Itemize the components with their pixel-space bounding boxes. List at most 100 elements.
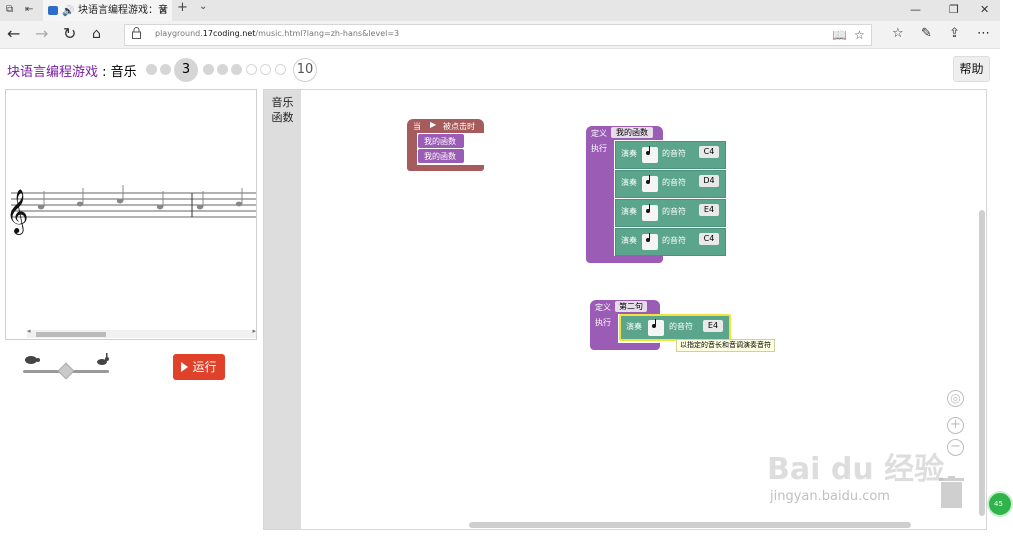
workspace-horizontal-scrollbar[interactable] [469, 522, 911, 528]
tab-title: 块语言编程游戏：音 [78, 5, 168, 16]
url-field[interactable]: playground.17coding.net/music.html?lang=… [124, 24, 872, 46]
last-level-badge[interactable]: 10 [293, 58, 317, 82]
staff-note [37, 204, 45, 210]
tab-list-chevron-icon[interactable]: ⌄ [199, 1, 208, 12]
zoom-in-icon[interactable]: + [947, 417, 964, 434]
blocks-workspace[interactable]: 音乐 函数 当 ▶ 被点击时 我的函数 我的函数 定义 我的函数 执行 演奏的音… [263, 89, 987, 530]
rabbit-icon [97, 353, 109, 365]
note-field[interactable]: C4 [699, 233, 719, 245]
scroll-left-icon[interactable]: ◂ [27, 327, 31, 335]
define-block-1[interactable]: 定义 我的函数 [586, 126, 663, 140]
note-field-selected[interactable]: E4 [703, 320, 723, 332]
game-name: 块语言编程游戏 [7, 65, 99, 80]
note-duration-icon[interactable] [642, 233, 658, 250]
forward-arrow-icon[interactable]: → [35, 24, 49, 43]
level-dot-1[interactable] [146, 64, 157, 75]
staff-scroll-thumb[interactable] [36, 332, 106, 337]
play-note-block-selected[interactable]: 演奏 的音符 E4 [619, 314, 731, 341]
floating-badge[interactable]: 45 [987, 491, 1013, 517]
note-field[interactable]: D4 [699, 175, 719, 187]
speed-slider[interactable] [23, 360, 111, 382]
play-label: 演奏 [621, 178, 637, 187]
function-name-field-2[interactable]: 第二句 [615, 301, 647, 312]
close-window-button[interactable]: ✕ [980, 3, 990, 16]
toolbox-category-functions[interactable]: 函数 [271, 111, 294, 124]
refresh-icon[interactable]: ↻ [63, 24, 77, 43]
note-duration-icon[interactable] [642, 146, 658, 163]
staff-horizontal-scrollbar[interactable]: ◂ ▸ [27, 327, 256, 338]
tab-aside-icon[interactable]: ⇤ [25, 4, 34, 15]
reading-view-icon[interactable]: 📖 [832, 28, 847, 42]
function-name-field-1[interactable]: 我的函数 [611, 127, 653, 138]
level-dot-5[interactable] [217, 64, 228, 75]
browser-tab[interactable]: 🔊 块语言编程游戏：音 ✕ [43, 0, 172, 21]
play-label-selected: 演奏 [626, 322, 642, 331]
favorites-hub-icon[interactable]: ☆ [892, 26, 904, 41]
tab-manager-icon[interactable]: ⧉ [6, 4, 14, 15]
staff-note [196, 204, 204, 210]
current-level-badge[interactable]: 3 [174, 58, 198, 82]
when-label: 当 [413, 122, 421, 131]
note-field[interactable]: C4 [699, 146, 719, 158]
url-prefix: playground. [155, 29, 203, 38]
speaker-icon[interactable]: 🔊 [62, 6, 75, 17]
note-duration-icon[interactable] [648, 319, 664, 336]
lock-icon [132, 27, 141, 39]
back-arrow-icon[interactable]: ← [7, 24, 21, 43]
when-clicked-body [407, 133, 417, 165]
trash-icon[interactable] [939, 476, 964, 508]
call-block-2[interactable]: 我的函数 [418, 149, 464, 163]
speed-slider-thumb[interactable] [57, 362, 75, 380]
treble-clef-icon: 𝄞 [6, 189, 28, 235]
staff-note [235, 201, 243, 207]
recenter-icon[interactable]: ◎ [947, 390, 964, 407]
level-dot-9[interactable] [275, 64, 286, 75]
note-label: 的音符 [662, 236, 686, 245]
notes-pen-icon[interactable]: ✎ [921, 26, 932, 41]
home-icon[interactable]: ⌂ [92, 26, 101, 42]
toolbox: 音乐 函数 [264, 90, 301, 529]
page-title: 块语言编程游戏 : 音乐 [7, 61, 137, 80]
define-block-2[interactable]: 定义 第二句 [590, 300, 660, 314]
level-dot-7[interactable] [246, 64, 257, 75]
do-label-1: 执行 [591, 144, 607, 153]
staff-notes [37, 185, 243, 210]
run-button[interactable]: 运行 [173, 354, 225, 380]
when-clicked-suffix: 被点击时 [443, 122, 475, 131]
scroll-right-icon[interactable]: ▸ [252, 327, 256, 335]
play-label: 演奏 [621, 207, 637, 216]
url-text: playground.17coding.net/music.html?lang=… [155, 29, 399, 38]
level-dot-6[interactable] [231, 64, 242, 75]
favorite-star-icon[interactable]: ☆ [854, 28, 865, 42]
restore-button[interactable]: ❐ [949, 3, 959, 16]
toolbox-category-music[interactable]: 音乐 [271, 96, 294, 109]
share-icon[interactable]: ⇪ [949, 26, 960, 41]
help-button[interactable]: 帮助 [953, 56, 990, 82]
note-duration-icon[interactable] [642, 204, 658, 221]
zoom-out-icon[interactable]: − [947, 439, 964, 456]
turtle-icon [25, 356, 40, 364]
note-field[interactable]: E4 [699, 204, 719, 216]
run-label: 运行 [192, 360, 217, 374]
level-dot-4[interactable] [203, 64, 214, 75]
staff-note [76, 201, 84, 207]
close-tab-icon[interactable]: ✕ [158, 4, 168, 17]
call-block-1[interactable]: 我的函数 [418, 134, 464, 148]
define-foot-1 [586, 256, 663, 263]
workspace-vertical-scrollbar[interactable] [979, 210, 985, 516]
level-name: 音乐 [110, 65, 137, 80]
music-staff-panel: 𝄞 ◂ ▸ [5, 89, 257, 340]
new-tab-button[interactable]: + [177, 0, 188, 15]
play-label: 演奏 [621, 149, 637, 158]
minimize-button[interactable]: — [910, 3, 921, 16]
note-duration-icon[interactable] [642, 175, 658, 192]
level-dot-8[interactable] [260, 64, 271, 75]
when-clicked-block[interactable]: 当 ▶ 被点击时 [407, 119, 484, 133]
define-label-1: 定义 [591, 129, 607, 138]
more-menu-icon[interactable]: ⋯ [977, 26, 990, 41]
level-dot-2[interactable] [160, 64, 171, 75]
